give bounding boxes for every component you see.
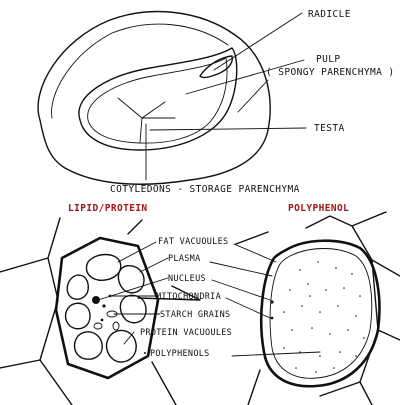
radicle-leader (213, 12, 303, 71)
spongy-leader (237, 79, 269, 113)
cotyledon-inner-outline (87, 57, 228, 144)
starch-grain (112, 321, 120, 331)
testa-outline (37, 10, 271, 185)
testa-label: TESTA (314, 123, 345, 134)
fat-vacuole (117, 264, 145, 294)
radicle-label: RADICLE (308, 9, 351, 20)
pulp-leader (185, 59, 305, 95)
lipid-protein-title: LIPID/PROTEIN (68, 203, 148, 214)
fat-vacuoles-label: FAT VACUOULES (158, 237, 228, 247)
polyphenol-cell (209, 211, 400, 405)
spongy-parenchyma-label: ( SPONGY PARENCHYMA ) (266, 67, 395, 78)
protein-vacuole-leader (123, 331, 135, 345)
mitochondrion (100, 318, 104, 322)
polyphenol-stipple (283, 261, 365, 373)
starch-grain (93, 322, 103, 330)
polyphenols-label: POLYPHENOLS (150, 349, 210, 359)
surrounding-walls-right (235, 211, 400, 405)
fat-vacuole (85, 253, 122, 281)
fat-vacuole (64, 302, 91, 330)
cotyledon-outline (78, 47, 238, 151)
radicle-shape (199, 55, 233, 79)
plasma-leader (139, 257, 169, 273)
starch-grains-label: STARCH GRAINS (160, 310, 230, 320)
fat-right-leader (233, 243, 277, 263)
fat-vacuole (66, 274, 89, 300)
plasma-right-leader (209, 261, 273, 277)
nucleus-right-leader (211, 279, 271, 301)
plasma-label: PLASMA (168, 254, 201, 264)
lipid-protein-cell (0, 217, 201, 405)
nucleus-right-dot (270, 300, 274, 304)
surrounding-walls-left (0, 217, 201, 405)
mitochondrion (102, 304, 106, 308)
polyphenol-title: POLYPHENOL (288, 203, 349, 214)
cell-wall-left (54, 236, 160, 380)
fat-vacuole (73, 331, 103, 360)
seed-illustration: RADICLE PULP ( SPONGY PARENCHYMA ) TESTA… (37, 9, 395, 195)
cotyledons-label: COTYLEDONS - STORAGE PARENCHYMA (110, 184, 300, 195)
protein-vacuoles-label: PROTEIN VACUOULES (140, 328, 232, 338)
fat-vacuole (119, 294, 147, 324)
fat-vacuole (105, 329, 137, 363)
mitochondria-label: MITOCHONDRIA (156, 292, 221, 302)
fat-vacuole-leader (117, 241, 157, 263)
pulp-label: PULP (316, 54, 340, 65)
polyphenols-bullet (144, 352, 146, 354)
nucleus-leader (97, 277, 169, 301)
polyphenol-right-leader (231, 351, 321, 357)
nucleus (92, 296, 100, 304)
nucleus-label: NUCLEUS (168, 274, 206, 284)
cotyledon-veins (117, 97, 176, 143)
testa-leader (149, 127, 307, 131)
testa-inner-edge (51, 23, 229, 119)
mito-right-leader (225, 297, 271, 319)
mito-right-dot (270, 316, 274, 320)
cell-wall-right-inner (269, 248, 373, 379)
